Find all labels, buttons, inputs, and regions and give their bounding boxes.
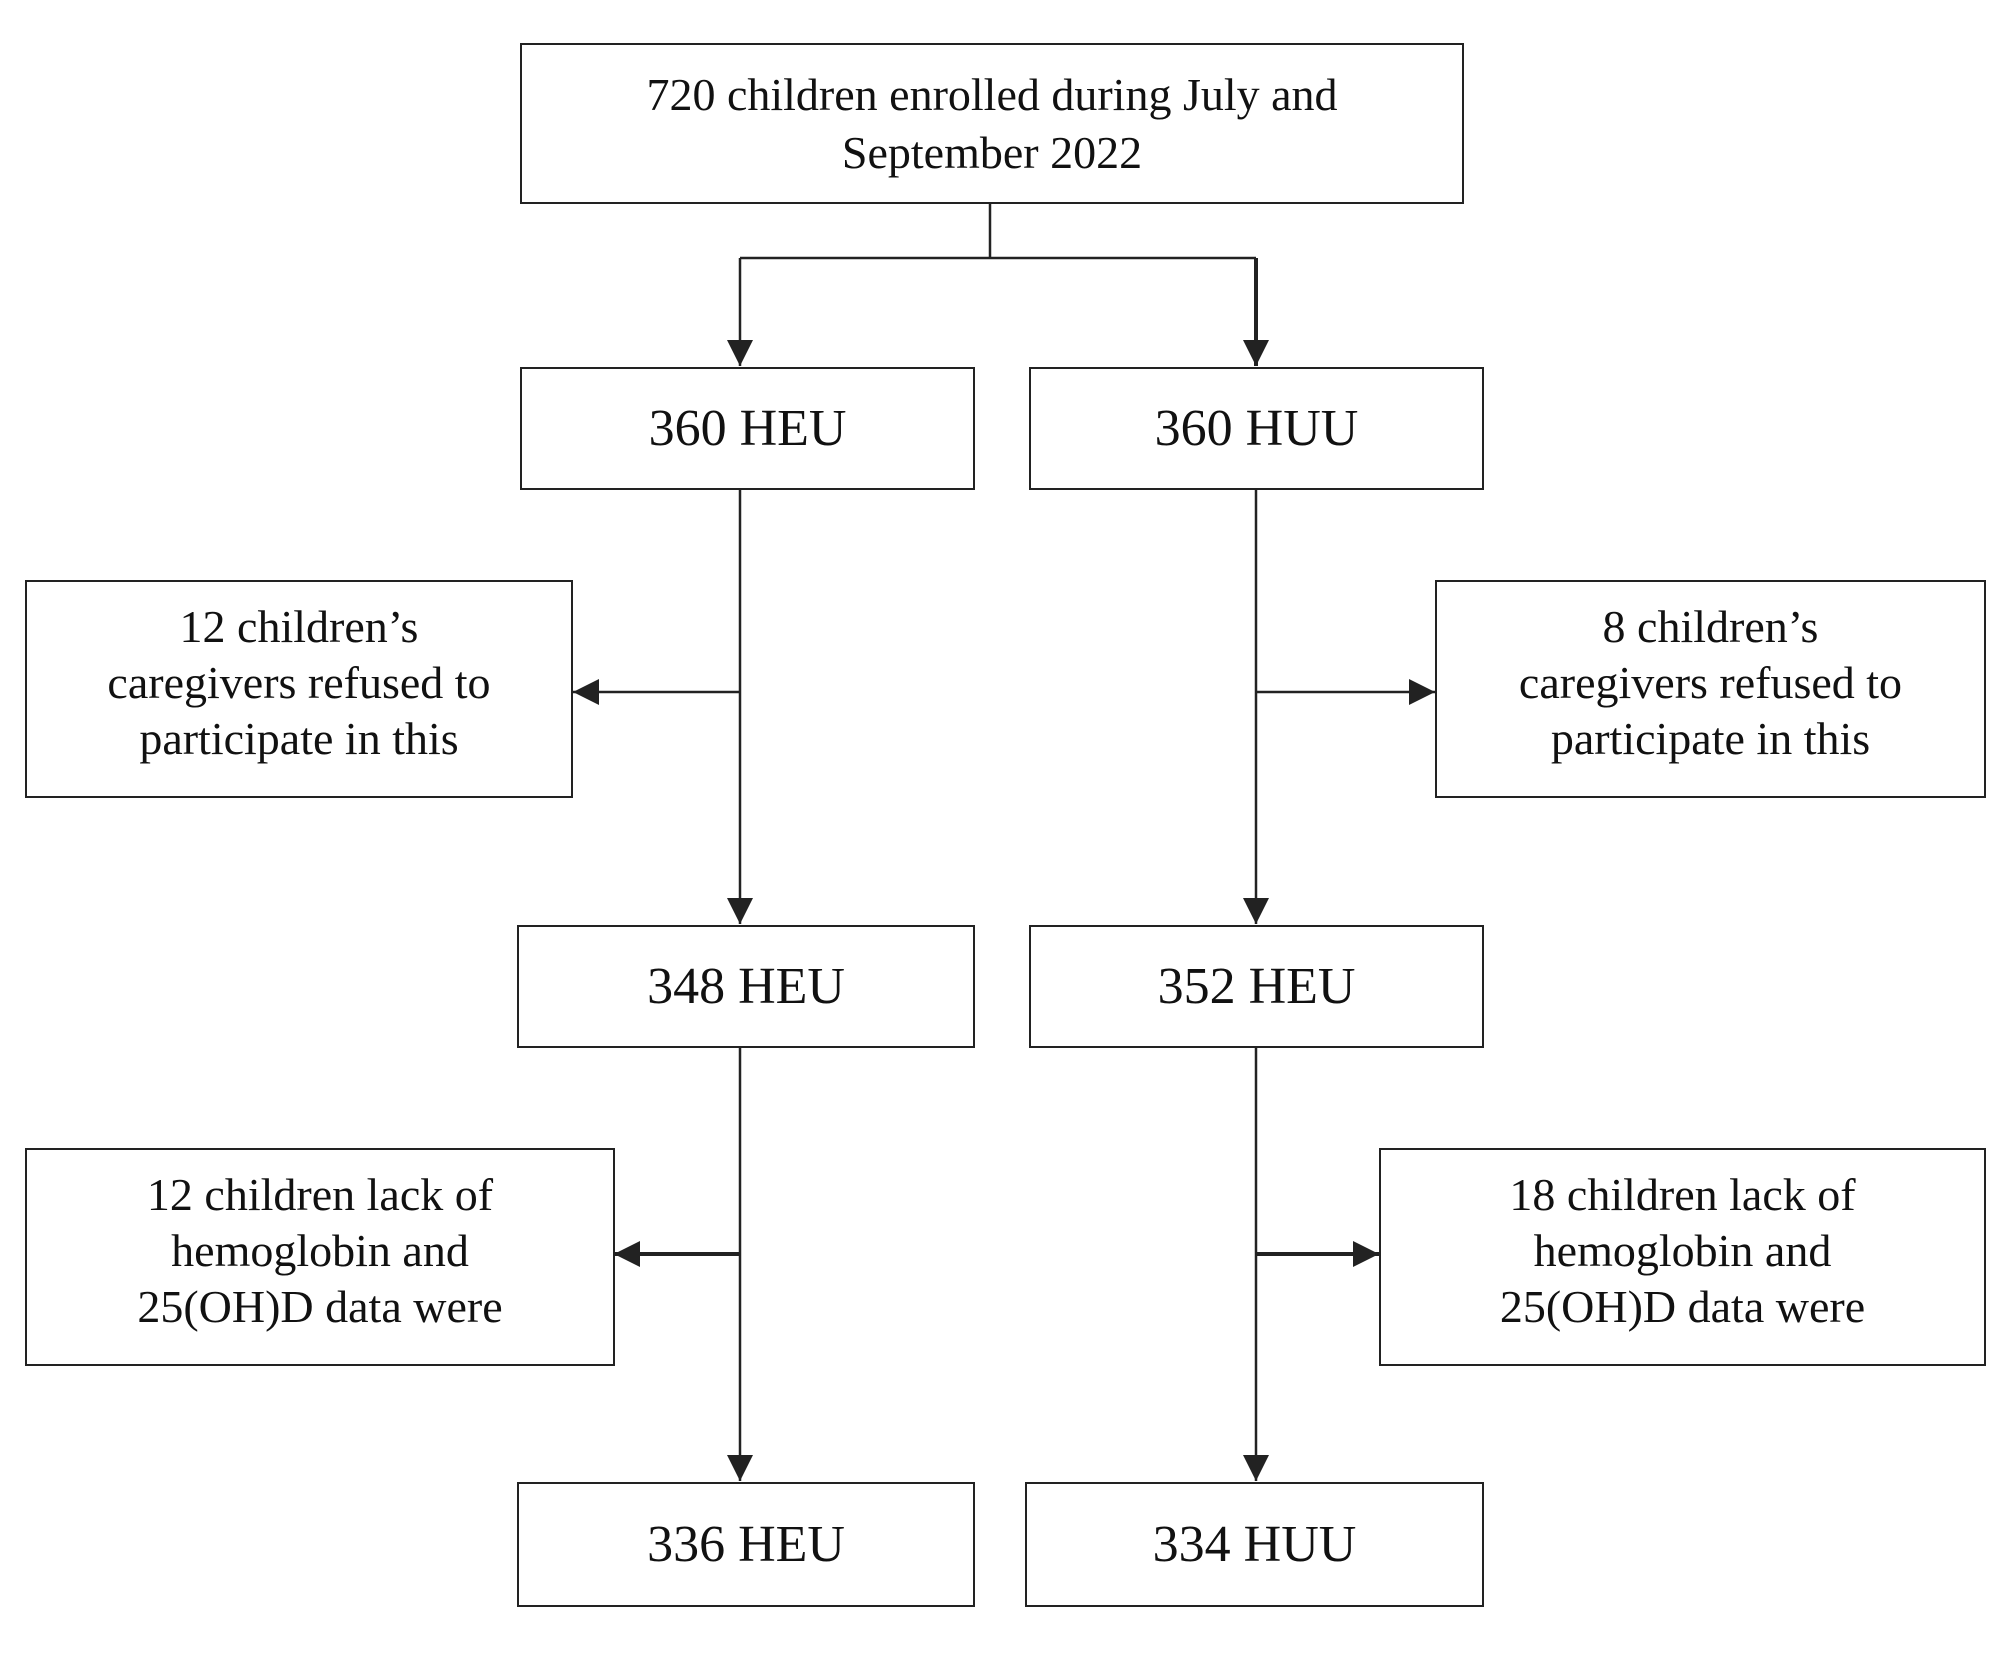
- exclusion2-left-box: 12 children lack of hemoglobin and 25(OH…: [25, 1148, 615, 1366]
- exclusion2-left-line-1: 12 children lack of: [146, 1169, 494, 1220]
- heu-336-box: 336 HEU: [517, 1482, 975, 1607]
- enrolled-box: 720 children enrolled during July and Se…: [520, 43, 1464, 204]
- heu-360-label: 360 HEU: [648, 399, 847, 457]
- exclusion2-left-line-3: 25(OH)D data were: [137, 1281, 503, 1332]
- heu-352-box: 352 HEU: [1029, 925, 1484, 1048]
- exclusion2-right-line-2: hemoglobin and: [1533, 1225, 1832, 1276]
- heu-352-label: 352 HEU: [1157, 957, 1356, 1015]
- enrolled-text-line-1: 720 children enrolled during July and: [646, 68, 1338, 120]
- huu-360-label: 360 HUU: [1154, 399, 1359, 457]
- enrolled-text-line-2: September 2022: [841, 126, 1143, 178]
- exclusion1-left-line-1: 12 children’s: [179, 601, 419, 652]
- exclusion1-right-box: 8 children’s caregivers refused to parti…: [1435, 580, 1986, 798]
- exclusion1-right-line-3: participate in this: [1550, 713, 1871, 764]
- exclusion2-right-box: 18 children lack of hemoglobin and 25(OH…: [1379, 1148, 1986, 1366]
- exclusion1-left-line-2: caregivers refused to: [107, 657, 491, 708]
- huu-334-label: 334 HUU: [1152, 1515, 1357, 1573]
- exclusion1-left-box: 12 children’s caregivers refused to part…: [25, 580, 573, 798]
- exclusion1-left-line-3: participate in this: [139, 713, 459, 764]
- exclusion1-right-line-2: caregivers refused to: [1518, 657, 1903, 708]
- heu-336-label: 336 HEU: [647, 1515, 845, 1573]
- heu-348-label: 348 HEU: [647, 957, 845, 1015]
- exclusion2-right-line-1: 18 children lack of: [1509, 1169, 1856, 1220]
- huu-360-box: 360 HUU: [1029, 367, 1484, 490]
- exclusion1-right-line-1: 8 children’s: [1602, 601, 1819, 652]
- huu-334-box: 334 HUU: [1025, 1482, 1484, 1607]
- exclusion2-left-line-2: hemoglobin and: [171, 1225, 469, 1276]
- exclusion2-right-line-3: 25(OH)D data were: [1499, 1281, 1866, 1332]
- heu-348-box: 348 HEU: [517, 925, 975, 1048]
- heu-360-box: 360 HEU: [520, 367, 975, 490]
